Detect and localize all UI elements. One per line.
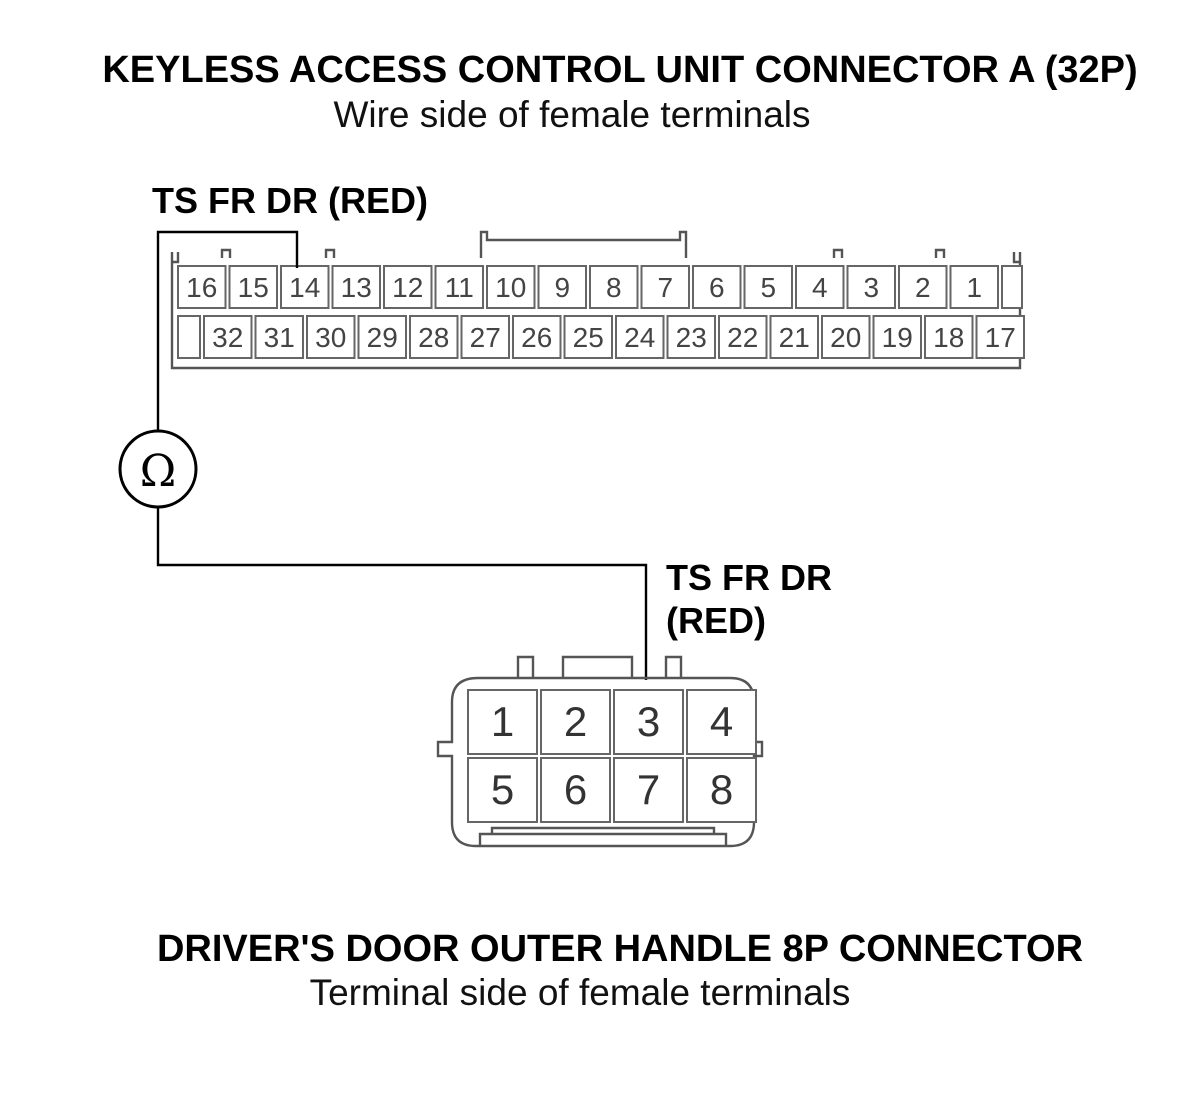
connector-a-terminal-label: 9: [554, 272, 570, 303]
connector-a-terminal-18: [924, 315, 974, 359]
connector-b-subtitle: Terminal side of female terminals: [310, 972, 851, 1013]
connector-a-terminal-15: [228, 265, 278, 309]
connector-a-terminal-14: [280, 265, 330, 309]
connector-a-terminal-label: 18: [933, 322, 964, 353]
connector-a-probe-label: TS FR DR (RED): [152, 180, 428, 221]
connector-a-terminal-label: 31: [264, 322, 295, 353]
connector-a-terminal-label: 2: [915, 272, 931, 303]
connector-a-terminal-label: 14: [289, 272, 320, 303]
ohmmeter-icon: Ω: [118, 429, 198, 509]
connector-a-terminal-label: 29: [367, 322, 398, 353]
connector-a-terminal-24: [615, 315, 665, 359]
connector-a-terminal-label: 23: [676, 322, 707, 353]
connector-a-terminal-9: [537, 265, 587, 309]
connector-a-terminal-label: 25: [573, 322, 604, 353]
connector-a-terminal-25: [563, 315, 613, 359]
connector-a-terminal-13: [331, 265, 381, 309]
connector-b-terminal-label: 1: [491, 698, 514, 745]
connector-a-terminal-label: 21: [779, 322, 810, 353]
connector-a-terminal-label: 4: [812, 272, 828, 303]
connector-a-terminal-27: [460, 315, 510, 359]
connector-a-terminal-20: [821, 315, 871, 359]
connector-a-terminal-label: 22: [727, 322, 758, 353]
connector-a-terminal-7: [640, 265, 690, 309]
connector-a-terminal-label: 1: [966, 272, 982, 303]
connector-a-terminal-11: [434, 265, 484, 309]
connector-a-terminal-label: 15: [238, 272, 269, 303]
connector-a-terminal-label: 30: [315, 322, 346, 353]
connector-b-terminal-3: [613, 689, 684, 755]
connector-a-terminal-label: 28: [418, 322, 449, 353]
connector-b-8p: 1 2 3 4 5 6 7 8: [436, 655, 764, 848]
connector-a-terminal-1: [949, 265, 999, 309]
connector-a-terminal-label: 27: [470, 322, 501, 353]
connector-b-terminal-label: 5: [491, 766, 514, 813]
connector-a-title: KEYLESS ACCESS CONTROL UNIT CONNECTOR A …: [102, 49, 1137, 91]
connector-a-terminal-label: 17: [985, 322, 1016, 353]
connector-b-housing: [436, 655, 764, 848]
connector-b-title: DRIVER'S DOOR OUTER HANDLE 8P CONNECTOR: [157, 928, 1083, 970]
connector-a-terminal-2: [898, 265, 948, 309]
connector-a-terminal-5: [743, 265, 793, 309]
connector-a-terminal-label: 3: [863, 272, 879, 303]
connector-a-terminal-label: 7: [657, 272, 673, 303]
connector-a-terminal-label: 13: [341, 272, 372, 303]
connector-b-terminal-label: 2: [564, 698, 587, 745]
meter-lead-wire: [156, 230, 648, 680]
connector-b-terminal-label: 8: [710, 766, 733, 813]
connector-b-terminal-5: [467, 757, 538, 823]
connector-a-terminal-10: [486, 265, 536, 309]
connector-a-terminal-label: 26: [521, 322, 552, 353]
connector-b-terminal-7: [613, 757, 684, 823]
connector-b-terminal-1: [467, 689, 538, 755]
connector-a-terminal-31: [254, 315, 304, 359]
connector-b-probe-label-line1: TS FR DR: [666, 557, 832, 598]
connector-a-terminal-3: [846, 265, 896, 309]
connector-a-housing: [170, 230, 1022, 370]
connector-a-terminal-16: [177, 265, 227, 309]
connector-a-terminal-label: 16: [186, 272, 217, 303]
connector-a-terminal-label: 24: [624, 322, 655, 353]
connector-a-terminal-6: [692, 265, 742, 309]
connector-b-terminal-2: [540, 689, 611, 755]
connector-a-terminal-label: 5: [760, 272, 776, 303]
connector-a-terminal-28: [409, 315, 459, 359]
connector-a-subtitle: Wire side of female terminals: [333, 94, 810, 135]
connector-a-terminal-label: 11: [445, 272, 474, 303]
connector-a-terminal-21: [769, 315, 819, 359]
connector-a-terminal-29: [357, 315, 407, 359]
connector-a-terminal-32: [203, 315, 253, 359]
connector-b-probe-label-line2: (RED): [666, 600, 766, 641]
connector-b-terminal-4: [686, 689, 757, 755]
connector-a-terminal-label: 8: [606, 272, 622, 303]
connector-a-blank-slot: [1001, 265, 1023, 309]
connector-a-terminal-26: [512, 315, 562, 359]
connector-a-terminal-19: [872, 315, 922, 359]
ohm-symbol: Ω: [140, 446, 176, 497]
connector-a-terminal-label: 19: [882, 322, 913, 353]
connector-a-terminal-label: 32: [212, 322, 243, 353]
connector-a-blank-slot: [177, 315, 201, 359]
connector-a-terminal-30: [306, 315, 356, 359]
connector-a-terminal-23: [666, 315, 716, 359]
connector-a-terminal-label: 10: [495, 272, 526, 303]
connector-a-terminal-12: [383, 265, 433, 309]
connector-a-terminal-label: 20: [830, 322, 861, 353]
connector-b-terminal-label: 4: [710, 698, 733, 745]
connector-a-terminal-22: [718, 315, 768, 359]
connector-a-terminal-4: [795, 265, 845, 309]
connector-a-terminal-label: 6: [709, 272, 725, 303]
connector-b-terminal-label: 7: [637, 766, 660, 813]
connector-a-terminal-17: [975, 315, 1025, 359]
connector-a-terminal-8: [589, 265, 639, 309]
connector-b-terminal-label: 6: [564, 766, 587, 813]
connector-b-terminal-label: 3: [637, 698, 660, 745]
connector-b-terminal-6: [540, 757, 611, 823]
connector-b-terminal-8: [686, 757, 757, 823]
connector-a-terminal-label: 12: [392, 272, 423, 303]
